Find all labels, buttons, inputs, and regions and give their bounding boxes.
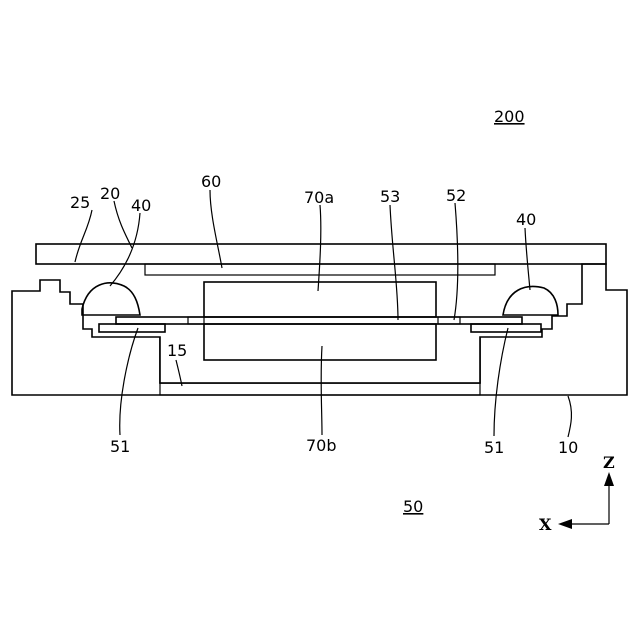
label-cover: 25 [70,193,90,212]
label-cavity: 15 [167,341,187,360]
label-sealant-right: 40 [516,210,536,229]
label-chip-bottom: 70b [306,436,337,455]
axis-x-arrowhead [558,519,572,529]
label-system: 50 [403,497,423,516]
leader-plate [114,201,132,248]
sealant-left [82,283,140,315]
label-pad: 52 [446,186,466,205]
axis-z-label: Z [603,453,615,472]
leader-terminal-right [494,328,508,436]
leader-base [568,396,571,437]
label-sealant-left: 40 [131,196,151,215]
leader-sealant-right [525,228,530,290]
pad-right [438,317,460,324]
label-dotted-layer: 60 [201,172,221,191]
label-terminal-right: 51 [484,438,504,457]
axis-z-arrowhead [604,472,614,486]
leader-terminal-left [120,328,138,435]
cover-plate [36,244,606,264]
label-cover-plate: 20 [100,184,120,203]
leader-substrate [390,205,398,320]
axis-x-label: X [539,515,552,534]
label-base: 10 [558,438,578,457]
label-chip-top: 70a [304,188,334,207]
sealant-right [503,286,558,315]
leader-chip-bottom [321,346,322,435]
terminal-left [99,324,165,332]
figure-number: 200 [494,107,525,126]
leader-cover [75,210,92,262]
cavity-floor [160,383,480,395]
substrate [116,317,522,324]
pad-left [188,317,204,324]
label-substrate: 53 [380,187,400,206]
leader-dotted [210,190,222,268]
leader-pad [454,203,458,320]
leader-chip-top [318,205,321,291]
terminal-right [471,324,541,332]
leader-sealant-left [110,213,140,286]
chip-top [204,282,436,317]
label-terminal-left: 51 [110,437,130,456]
